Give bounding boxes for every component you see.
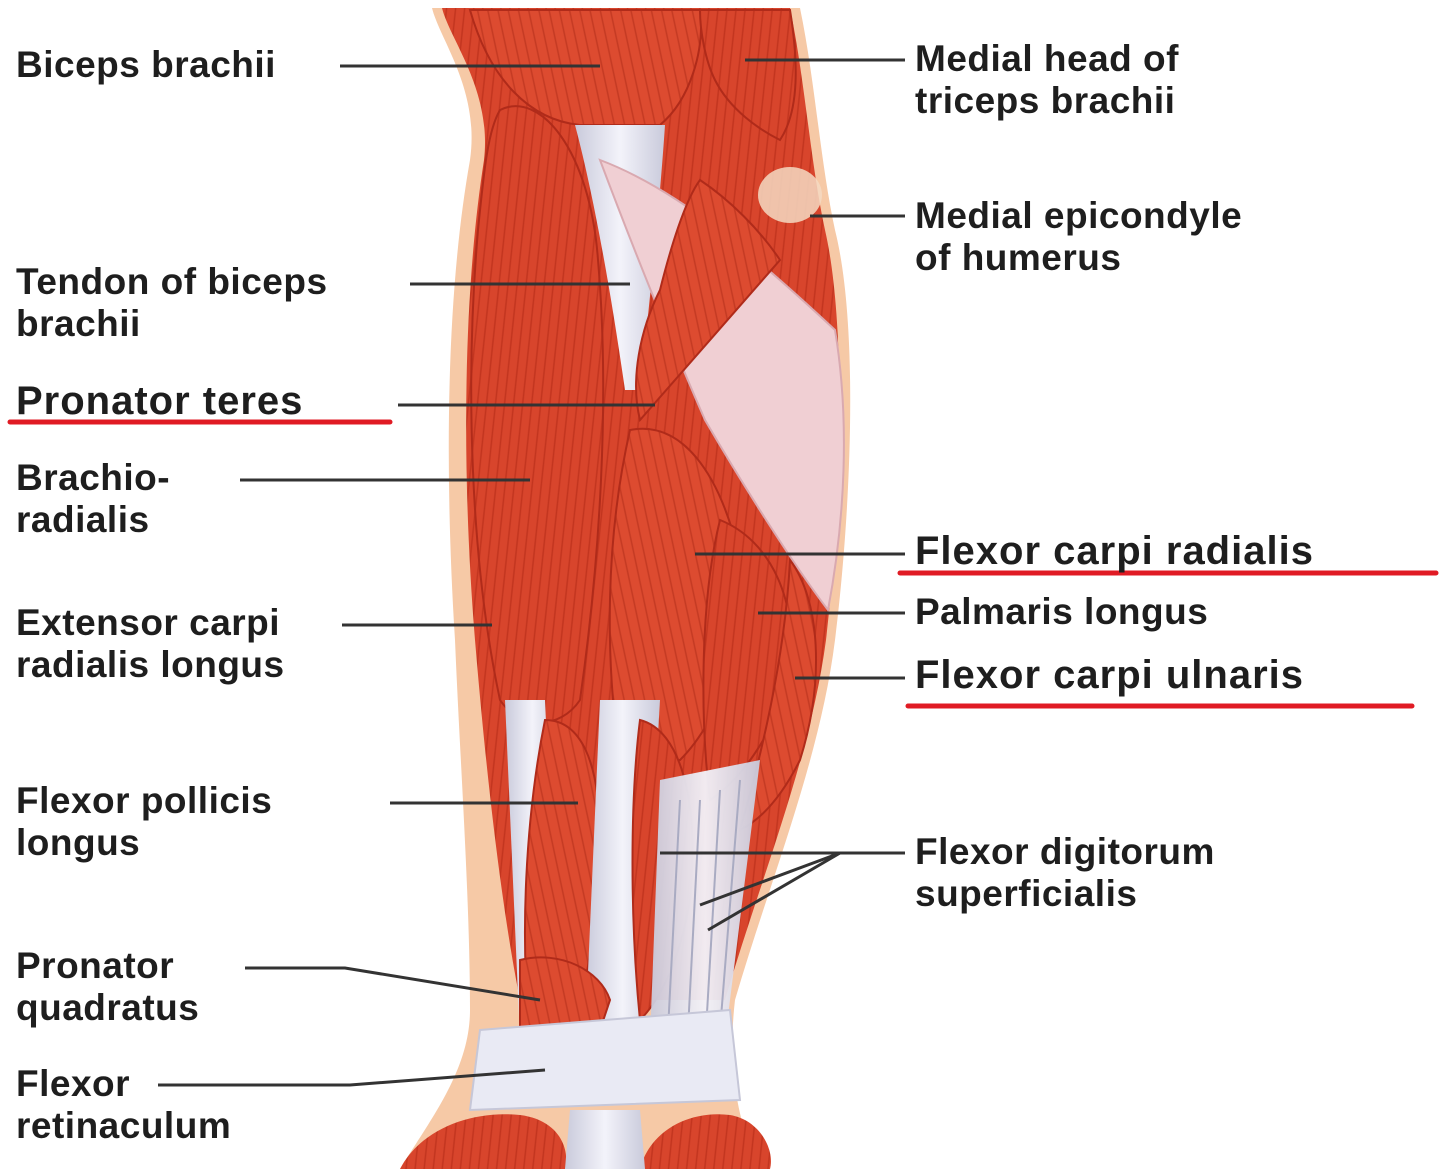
label-flexor-carpi-radialis: Flexor carpi radialis: [915, 530, 1314, 572]
label-extensor-carpi-radialis-longus: Extensor carpi radialis longus: [16, 602, 285, 686]
label-line: Brachio-: [16, 457, 170, 499]
label-line: Tendon of biceps: [16, 261, 328, 303]
label-line: Pronator teres: [16, 380, 303, 422]
label-line: Flexor digitorum: [915, 831, 1215, 873]
label-line: Flexor pollicis: [16, 780, 272, 822]
palm-tendons: [565, 1110, 645, 1169]
label-line: Flexor: [16, 1063, 231, 1105]
label-line: Flexor carpi ulnaris: [915, 654, 1304, 696]
label-pronator-teres: Pronator teres: [16, 380, 303, 422]
label-line: triceps brachii: [915, 80, 1179, 122]
label-line: radialis: [16, 499, 170, 541]
brachioradialis-muscle: [471, 106, 603, 722]
label-palmaris-longus: Palmaris longus: [915, 591, 1208, 633]
label-line: quadratus: [16, 987, 199, 1029]
label-brachioradialis: Brachio- radialis: [16, 457, 170, 541]
label-flexor-carpi-ulnaris: Flexor carpi ulnaris: [915, 654, 1304, 696]
label-line: of humerus: [915, 237, 1242, 279]
thenar-muscle: [400, 1114, 566, 1169]
label-line: retinaculum: [16, 1105, 231, 1147]
label-line: longus: [16, 822, 272, 864]
label-line: Flexor carpi radialis: [915, 530, 1314, 572]
label-biceps-brachii: Biceps brachii: [16, 44, 276, 86]
label-line: Pronator: [16, 945, 199, 987]
label-line: Extensor carpi: [16, 602, 285, 644]
label-medial-head-of-triceps-brachii: Medial head of triceps brachii: [915, 38, 1179, 122]
label-line: radialis longus: [16, 644, 285, 686]
label-flexor-retinaculum: Flexor retinaculum: [16, 1063, 231, 1147]
label-tendon-of-biceps-brachii: Tendon of biceps brachii: [16, 261, 328, 345]
label-line: Palmaris longus: [915, 591, 1208, 633]
label-line: Medial epicondyle: [915, 195, 1242, 237]
label-flexor-pollicis-longus: Flexor pollicis longus: [16, 780, 272, 864]
label-line: Biceps brachii: [16, 44, 276, 86]
label-line: superficialis: [915, 873, 1215, 915]
label-flexor-digitorum-superficialis: Flexor digitorum superficialis: [915, 831, 1215, 915]
label-line: Medial head of: [915, 38, 1179, 80]
label-line: brachii: [16, 303, 328, 345]
label-medial-epicondyle-of-humerus: Medial epicondyle of humerus: [915, 195, 1242, 279]
label-pronator-quadratus: Pronator quadratus: [16, 945, 199, 1029]
